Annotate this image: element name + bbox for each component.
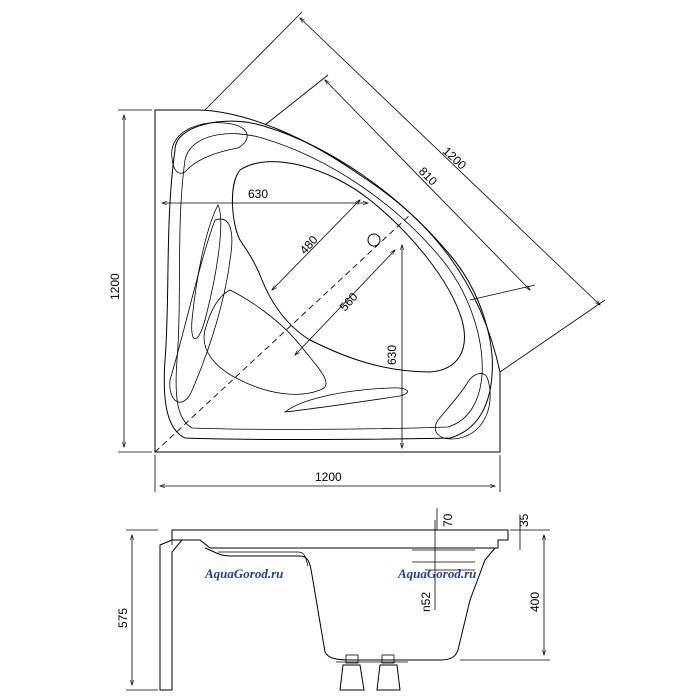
leg-right [376, 664, 401, 691]
tub-body [204, 547, 496, 661]
dim-height-left: 1200 [108, 273, 122, 300]
backrest-shape [169, 218, 233, 403]
dim-diagonal-outer: 1200 [440, 144, 469, 173]
dim-rim-width: 70 [441, 513, 455, 527]
dim-line-480 [272, 200, 360, 290]
armrest-bottom [283, 387, 408, 413]
side-view: 575 400 35 70 n52 AquaGorod.ru AquaGorod… [116, 508, 550, 691]
seat-shape [203, 289, 327, 395]
corner-pad-top-left [171, 122, 248, 174]
dim-diagonal-inner: 810 [416, 164, 440, 188]
dim-total-height: 575 [116, 608, 130, 628]
diagonal-center-line [154, 214, 411, 453]
corner-pad-bottom-right [434, 373, 491, 440]
dim-line-560 [295, 250, 395, 355]
watermark-left: AquaGorod.ru [204, 566, 283, 581]
front-panel [159, 539, 184, 691]
top-view: 1200 1200 1200 810 630 480 560 630 [108, 11, 606, 492]
dim-inner-height: 630 [385, 345, 399, 365]
dim-tub-depth: 400 [528, 592, 542, 612]
dim-inner-width: 630 [248, 187, 268, 201]
leg-left [339, 664, 365, 691]
tub-inner-contour [218, 551, 309, 567]
dim-line-diag-inner [325, 80, 530, 290]
drain-fitting [345, 654, 359, 664]
armrest-left [191, 204, 222, 340]
watermark-right: AquaGorod.ru [397, 566, 476, 581]
dim-width-bottom: 1200 [315, 470, 342, 484]
rim-top [171, 529, 509, 549]
dim-inner-depth-diag: 480 [297, 233, 321, 257]
dim-overflow: n52 [419, 592, 433, 612]
drain-fitting-2 [381, 654, 395, 664]
dim-inner-length-diag: 560 [337, 290, 361, 314]
dim-rim-thickness: 35 [517, 513, 531, 527]
